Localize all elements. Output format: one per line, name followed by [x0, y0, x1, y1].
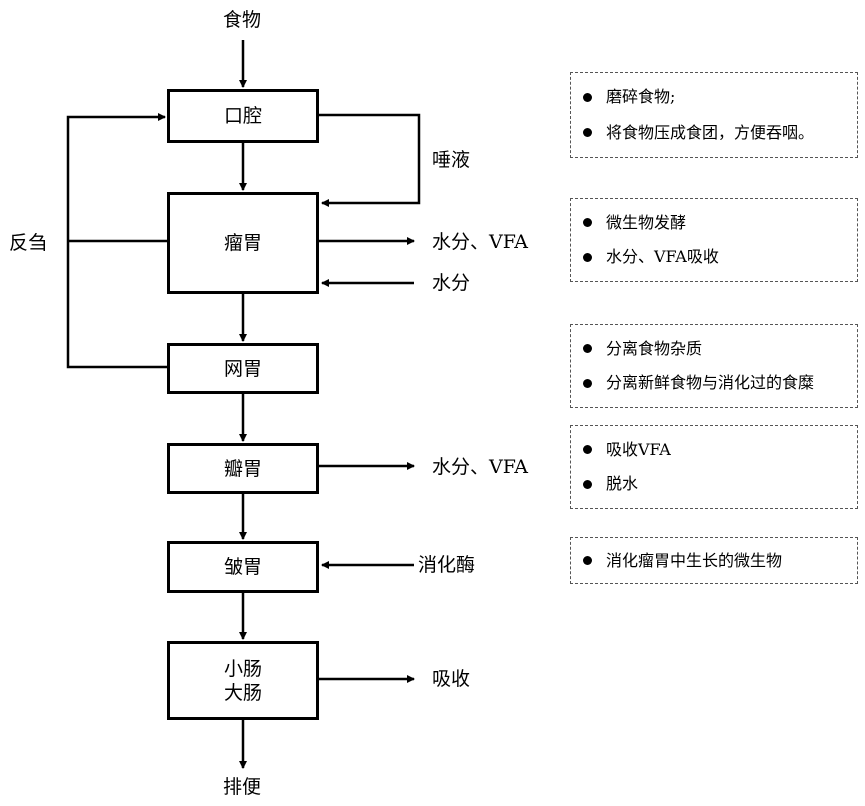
stage-label: 口腔 — [223, 105, 262, 127]
note-item: 分离新鲜食物与消化过的食糜 — [583, 372, 847, 394]
note-rumen: 微生物发酵 水分、VFA吸收 — [570, 198, 858, 282]
note-text: 将食物压成食团，方便吞咽。 — [606, 122, 815, 142]
note-item: 微生物发酵 — [583, 212, 847, 234]
note-text: 微生物发酵 — [606, 212, 687, 232]
note-omasum: 吸收VFA 脱水 — [570, 425, 858, 509]
rumen-in-label: 水分 — [432, 272, 471, 294]
note-item: 吸收VFA — [583, 439, 847, 461]
note-text: 磨碎食物; — [606, 87, 676, 107]
bullet-icon — [583, 218, 592, 228]
stage-label: 瓣胃 — [223, 457, 262, 480]
rumen-out-label: 水分、VFA — [432, 231, 528, 253]
input-label: 食物 — [223, 9, 262, 31]
bullet-icon — [583, 344, 592, 354]
note-item: 分离食物杂质 — [583, 338, 847, 360]
rumination-label: 反刍 — [9, 232, 48, 254]
stage-omasum: 瓣胃 — [167, 443, 319, 494]
rumination-loop — [66, 113, 168, 369]
bullet-icon — [583, 128, 592, 138]
note-item: 脱水 — [583, 473, 847, 495]
intestine-out-label: 吸收 — [432, 668, 471, 690]
stage-rumen: 瘤胃 — [167, 192, 319, 294]
note-item: 磨碎食物; — [583, 86, 847, 108]
stage-abomasum: 皱胃 — [167, 541, 319, 593]
stage-label: 小肠 — [223, 657, 262, 680]
saliva-label: 唾液 — [432, 149, 471, 171]
bullet-icon — [583, 378, 592, 388]
output-label: 排便 — [223, 776, 262, 798]
stage-intestine: 小肠 大肠 — [167, 641, 319, 720]
stage-label: 皱胃 — [223, 556, 262, 578]
note-abomasum: 消化瘤胃中生长的微生物 — [570, 537, 858, 584]
note-text: 分离食物杂质 — [606, 338, 703, 358]
bullet-icon — [583, 445, 592, 455]
omasum-out-label: 水分、VFA — [432, 456, 528, 478]
abomasum-in-label: 消化酶 — [418, 554, 476, 576]
note-text: 水分、VFA吸收 — [606, 247, 719, 267]
note-item: 水分、VFA吸收 — [583, 246, 847, 268]
note-item: 将食物压成食团，方便吞咽。 — [583, 122, 847, 144]
note-mouth: 磨碎食物; 将食物压成食团，方便吞咽。 — [570, 72, 858, 158]
bullet-icon — [583, 92, 592, 102]
bullet-icon — [583, 479, 592, 489]
saliva-loop — [319, 113, 421, 207]
note-text: 脱水 — [606, 474, 639, 494]
stage-label-2: 大肠 — [223, 681, 262, 704]
stage-label: 瘤胃 — [223, 232, 262, 254]
note-text: 分离新鲜食物与消化过的食糜 — [606, 373, 815, 393]
note-item: 消化瘤胃中生长的微生物 — [583, 550, 847, 572]
note-text: 消化瘤胃中生长的微生物 — [606, 550, 783, 570]
note-reticulum: 分离食物杂质 分离新鲜食物与消化过的食糜 — [570, 324, 858, 408]
bullet-icon — [583, 252, 592, 262]
stage-reticulum: 网胃 — [167, 343, 319, 394]
bullet-icon — [583, 556, 592, 565]
stage-mouth: 口腔 — [167, 89, 319, 143]
stage-label: 网胃 — [223, 357, 262, 380]
note-text: 吸收VFA — [606, 439, 671, 459]
